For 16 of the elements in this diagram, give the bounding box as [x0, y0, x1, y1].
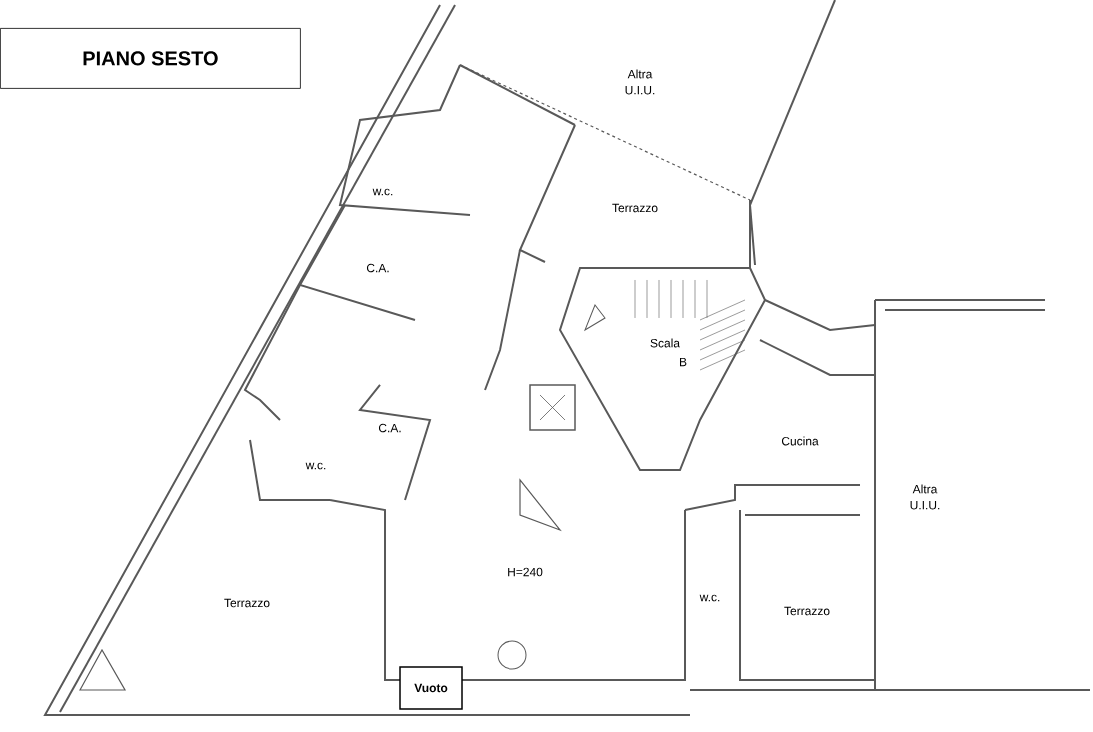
room-label: Terrazzo [224, 598, 270, 608]
room-label: C.A. [366, 263, 389, 273]
room-label: B [680, 357, 687, 367]
room-label: C.A. [378, 423, 401, 433]
room-label: Terrazzo [612, 203, 658, 213]
room-label: Altra U.I.U. [910, 484, 940, 510]
room-label: Cucina [781, 436, 819, 446]
room-label: w.c. [699, 594, 720, 602]
room-label: H=240 [508, 567, 543, 577]
room-label: w.c. [372, 188, 393, 196]
room-label: Altra U.I.U. [625, 69, 655, 95]
title-box: PIANO SESTO [0, 28, 301, 89]
room-label: w.c. [305, 462, 326, 470]
room-label: Terrazzo [784, 606, 830, 616]
shaft-box: Vuoto [399, 666, 463, 710]
room-label: Scala [650, 338, 680, 348]
